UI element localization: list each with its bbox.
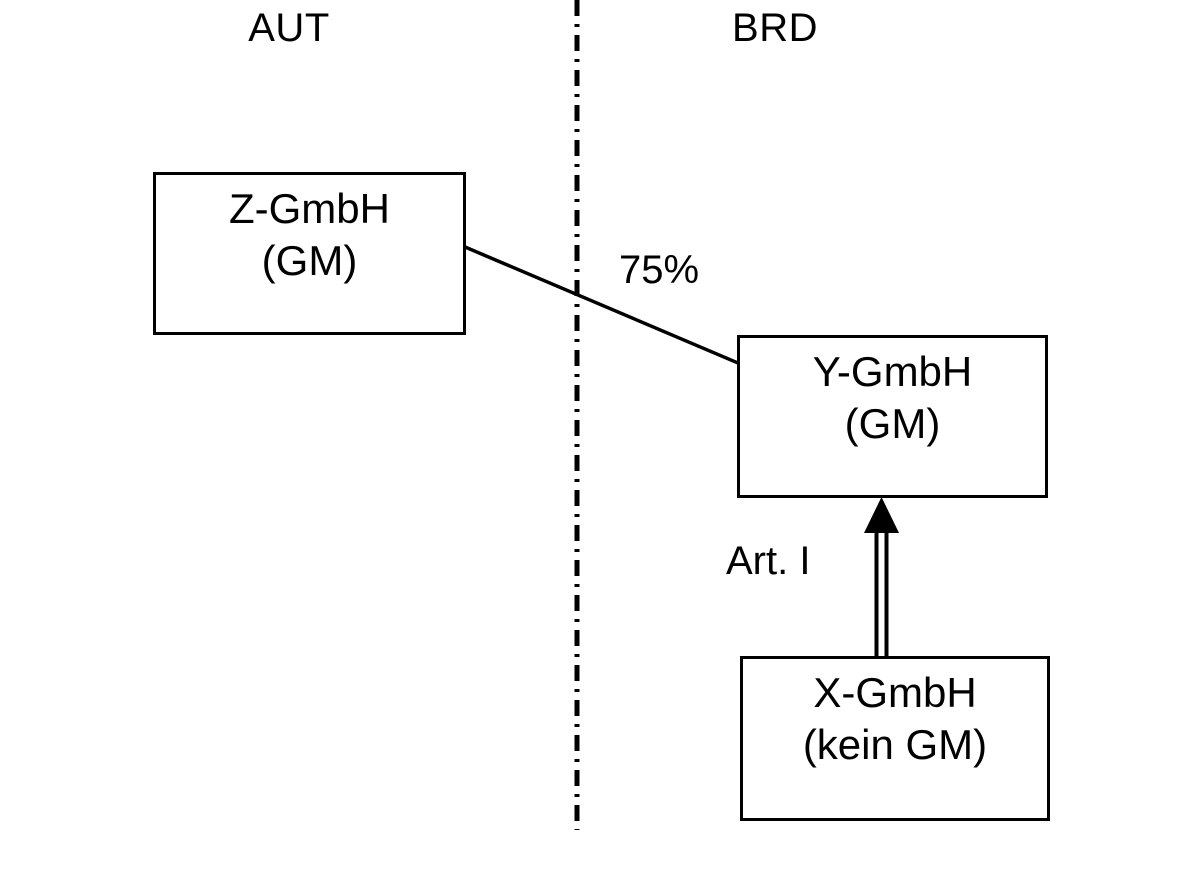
entity-box-y[interactable]: Y-GmbH (GM) — [737, 335, 1048, 498]
connector-label-merger: Art. I — [726, 539, 811, 583]
entity-z-status: (GM) — [261, 237, 358, 284]
entity-box-z[interactable]: Z-GmbH (GM) — [153, 172, 466, 335]
entity-y-name: Y-GmbH — [812, 348, 973, 395]
connector-label-shareholding: 75% — [619, 248, 700, 292]
connector-merger-arrowhead — [864, 497, 899, 533]
entity-x-name: X-GmbH — [813, 669, 977, 716]
jurisdiction-label-aut: AUT — [248, 6, 330, 50]
jurisdiction-label-brd: BRD — [732, 6, 818, 50]
entity-y-status: (GM) — [844, 400, 941, 447]
country-border-line — [574, 0, 580, 830]
entity-z-name: Z-GmbH — [229, 185, 390, 232]
entity-box-x[interactable]: X-GmbH (kein GM) — [740, 656, 1050, 821]
entity-x-status: (kein GM) — [802, 721, 988, 768]
